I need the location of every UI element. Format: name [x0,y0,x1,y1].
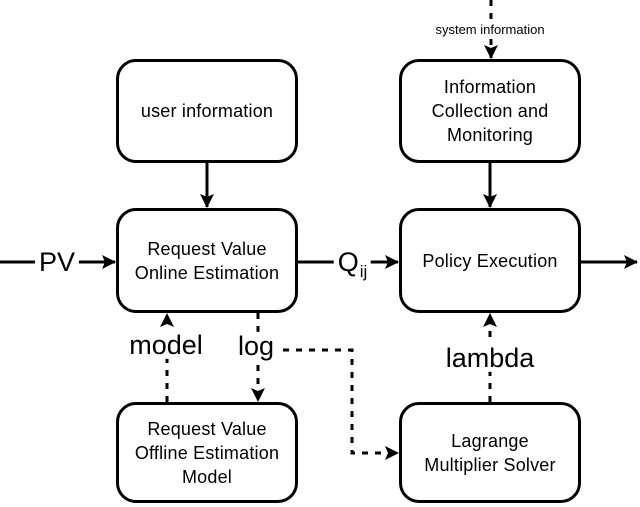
box-information-collection-line: Information [443,77,537,97]
arrow-log-to-lagrange-solver [270,348,399,460]
box-information-collection-monitoring: Information Collection and Monitoring [399,59,581,163]
label-q-main: Q [337,246,359,277]
box-information-collection-line: Monitoring [446,125,534,145]
box-policy-execution-line: Policy Execution [422,250,558,271]
box-online-estimation-line: Request Value [147,238,267,259]
label-system-information: system information [431,23,549,37]
box-information-collection-line: Collection and [431,101,549,121]
label-lambda: lambda [441,343,539,372]
box-lagrange-solver-line: Multiplier Solver [424,454,556,475]
label-pv: PV [34,247,80,276]
label-qij: Qij [333,246,371,280]
label-model: model [125,330,207,359]
box-offline-model-line: Model [181,466,233,487]
box-user-information: user information [116,59,298,163]
box-lagrange-solver-line: Lagrange [451,430,529,451]
box-request-value-offline-estimation-model: Request Value Offline Estimation Model [116,402,298,503]
label-q-subscript: ij [359,261,368,281]
box-request-value-online-estimation: Request Value Online Estimation [116,208,298,313]
box-online-estimation-line: Online Estimation [134,262,280,283]
box-user-information-line: user information [140,101,274,121]
box-policy-execution: Policy Execution [399,208,581,313]
box-offline-model-line: Request Value [147,418,267,439]
box-offline-model-line: Offline Estimation [134,442,280,463]
box-lagrange-multiplier-solver: Lagrange Multiplier Solver [399,402,581,503]
label-log: log [233,331,279,360]
